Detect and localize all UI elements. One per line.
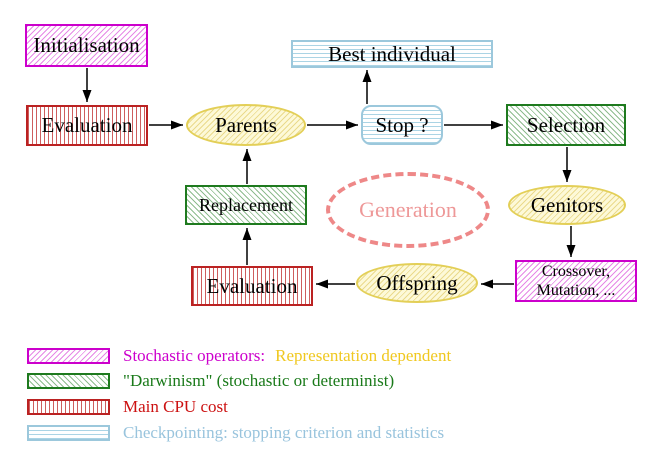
legend-label-checkpointing: Checkpointing: stopping criterion and st… — [123, 423, 445, 442]
legend-row-stochastic: Stochastic operators: Representation dep… — [27, 346, 451, 366]
node-initialisation: Initialisation — [25, 24, 148, 67]
legend-row-cpu-cost: Main CPU cost — [27, 397, 228, 417]
node-selection: Selection — [506, 104, 626, 146]
legend-swatch-cpu-red — [27, 399, 110, 415]
node-crossover-mutation: Crossover, Mutation, ... — [515, 260, 637, 302]
legend-label-cpu-cost: Main CPU cost — [123, 397, 228, 416]
legend-swatch-stochastic-magenta — [27, 348, 110, 364]
legend-label-stochastic: Stochastic operators: — [123, 346, 266, 365]
node-best-individual: Best individual — [291, 40, 493, 68]
crossover-line1: Crossover, — [541, 262, 611, 280]
node-generation: Generation — [326, 172, 490, 248]
node-evaluation-top: Evaluation — [26, 105, 148, 146]
legend-label-representation: Representation dependent — [275, 346, 452, 365]
legend-swatch-darwinism-green — [27, 373, 110, 389]
legend-label-darwinism: "Darwinism" (stochastic or determinist) — [123, 371, 395, 390]
node-stop: Stop ? — [361, 105, 443, 145]
legend-swatch-checkpoint-cyan — [27, 425, 110, 441]
node-parents: Parents — [186, 104, 306, 146]
node-replacement: Replacement — [185, 185, 307, 225]
node-offspring: Offspring — [356, 263, 478, 303]
node-evaluation-bottom: Evaluation — [191, 266, 313, 306]
node-genitors: Genitors — [508, 185, 626, 225]
crossover-line2: Mutation, ... — [536, 282, 616, 299]
legend-row-checkpointing: Checkpointing: stopping criterion and st… — [27, 423, 444, 443]
legend-row-darwinism: "Darwinism" (stochastic or determinist) — [27, 371, 394, 391]
